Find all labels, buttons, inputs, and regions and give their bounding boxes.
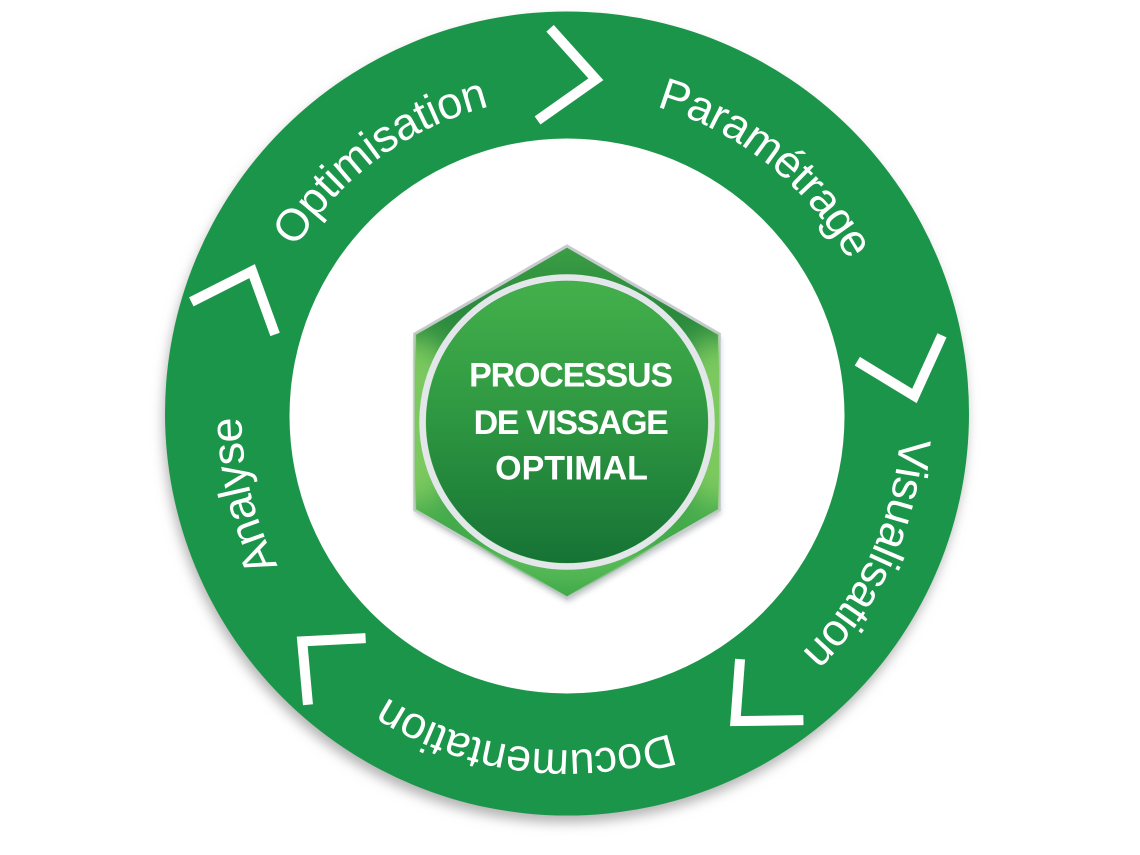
svg-text:OPTIMAL: OPTIMAL bbox=[495, 449, 648, 487]
svg-text:PROCESSUS: PROCESSUS bbox=[469, 356, 672, 394]
svg-text:DE VISSAGE: DE VISSAGE bbox=[474, 404, 669, 442]
